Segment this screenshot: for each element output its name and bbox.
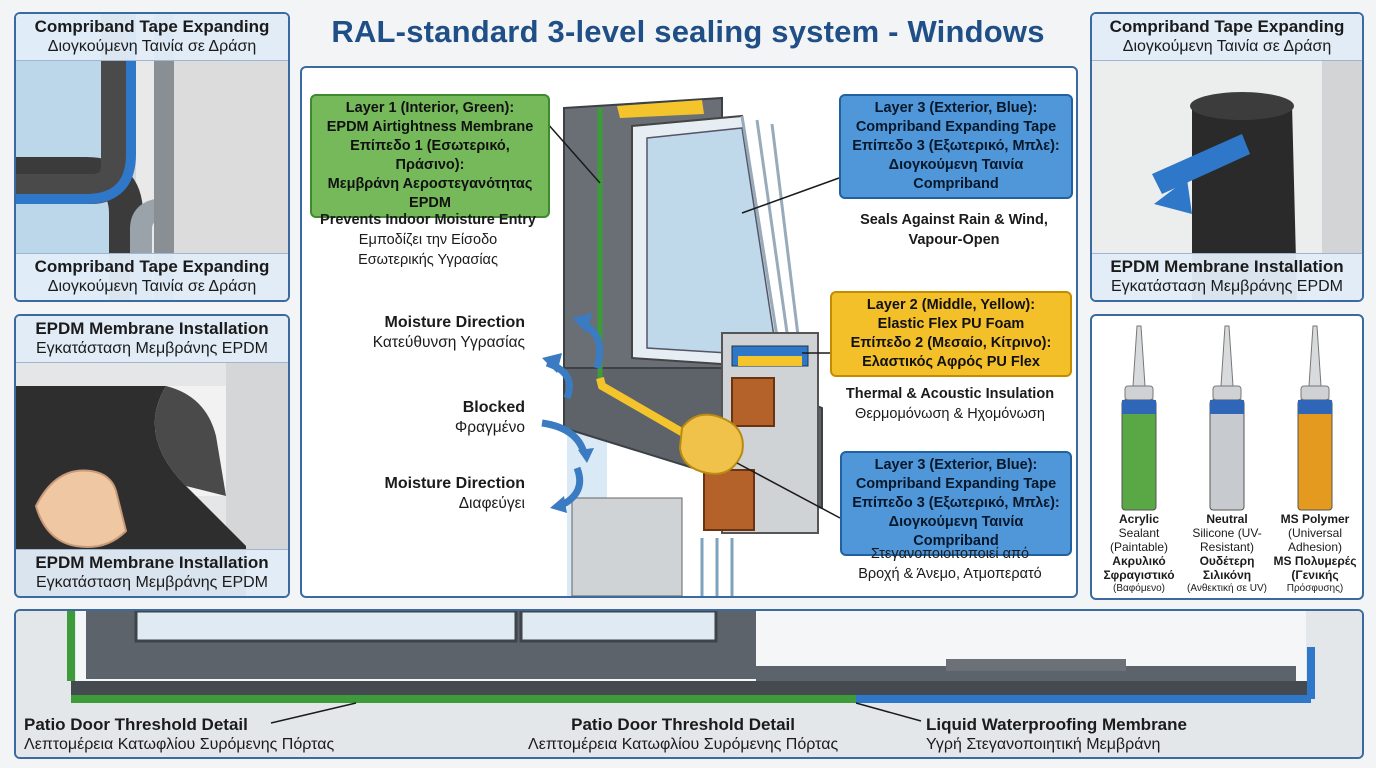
layer3-bottom-label-box: Layer 3 (Exterior, Blue): Compriband Exp… [840,451,1072,556]
panel-patio-door-threshold: Patio Door Threshold Detail Λεπτομέρεια … [14,609,1364,759]
sealant-tubes-illustration [1121,325,1333,511]
panel-compriband-photo-right: Compriband Tape Expanding Διογκούμενη Τα… [1090,12,1364,302]
page-title: RAL-standard 3-level sealing system - Wi… [331,14,1045,49]
threshold-label-middle: Patio Door Threshold Detail Λεπτομέρεια … [528,715,839,753]
layer3-top-description: Seals Against Rain & Wind, Vapour-Open [860,212,1048,248]
tube-label-ms-polymer: MS Polymer (Universal Adhesion) MS Πολυμ… [1273,512,1357,594]
tube-label-acrylic: Acrylic Sealant (Paintable) Ακρυλικό Σφρ… [1103,512,1175,594]
layer1-description: Prevents Indoor Moisture Entry Εμποδίζει… [320,212,536,268]
compriband-window-corner-illustration [16,14,288,300]
panel-caption-bottom: Compriband Tape Expanding Διογκούμενη Τα… [16,253,288,300]
panel-caption-bottom: EPDM Membrane Installation Εγκατάσταση Μ… [16,549,288,596]
panel-compriband-photo-left: Compriband Tape Expanding Διογκούμενη Τα… [14,12,290,302]
tube-label-silicone: Neutral Silicone (UV-Resistant) Ουδέτερη… [1187,512,1267,594]
tube-silicone [1209,325,1245,511]
layer2-label-box: Layer 2 (Middle, Yellow): Elastic Flex P… [830,291,1072,377]
panel-caption-top: EPDM Membrane Installation Εγκατάσταση Μ… [16,316,288,363]
patio-threshold-illustration [16,611,1362,757]
panel-caption-top: Compriband Tape Expanding Διογκούμενη Τα… [16,14,288,61]
threshold-label-left: Patio Door Threshold Detail Λεπτομέρεια … [24,715,335,753]
panel-caption-bottom: EPDM Membrane Installation Εγκατάσταση Μ… [1092,253,1362,300]
moisture-direction-label-1: Moisture Direction Κατεύθυνση Υγρασίας [372,314,525,351]
tube-acrylic [1121,325,1157,511]
layer2-description: Thermal & Acoustic Insulation Θερμομόνωσ… [845,386,1055,422]
panel-epdm-install-left: EPDM Membrane Installation Εγκατάσταση Μ… [14,314,290,598]
compriband-roll-illustration [1092,14,1362,300]
tube-ms-polymer [1297,325,1333,511]
panel-sealant-tubes: Acrylic Sealant (Paintable) Ακρυλικό Σφρ… [1090,314,1364,600]
window-cross-section-illustration [541,96,841,596]
panel-sealing-cross-section: Layer 1 (Interior, Green): EPDM Airtight… [300,66,1078,598]
layer3-top-label-box: Layer 3 (Exterior, Blue): Compriband Exp… [839,94,1073,199]
layer3-bottom-description: Στεγανοποιοιτοποιεί από Βροχή & Άνεμο, Α… [858,546,1042,582]
threshold-label-right: Liquid Waterproofing Membrane Υγρή Στεγα… [926,715,1187,753]
moisture-direction-label-2: Moisture Direction Διαφεύγει [384,475,525,512]
blocked-label: Blocked Φραγμένο [454,399,525,436]
layer1-label-box: Layer 1 (Interior, Green): EPDM Airtight… [310,94,550,218]
panel-caption-top: Compriband Tape Expanding Διογκούμενη Τα… [1092,14,1362,61]
